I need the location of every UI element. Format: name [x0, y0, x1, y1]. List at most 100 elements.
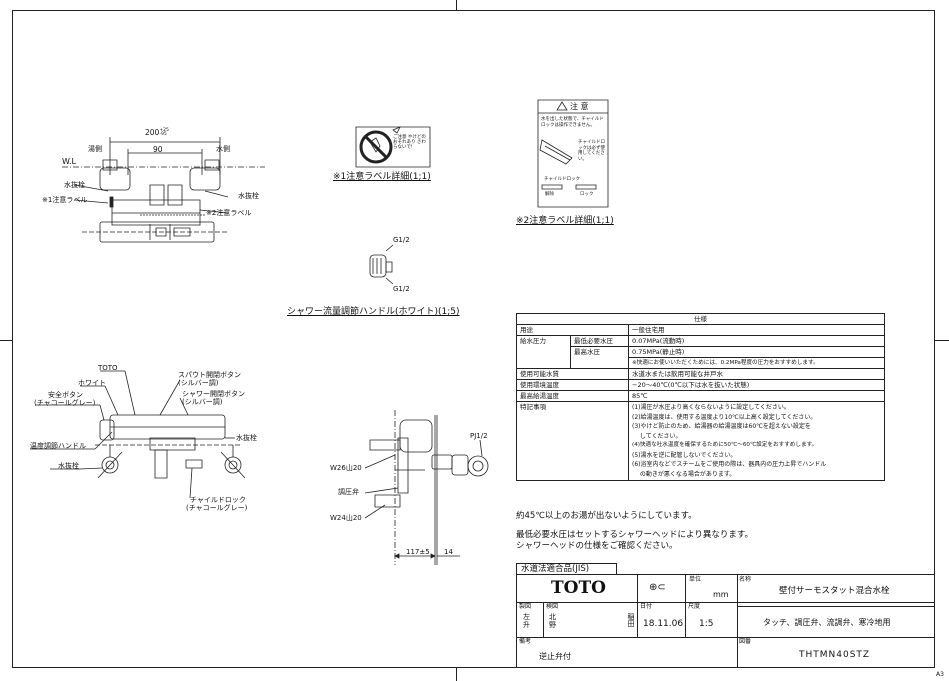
title-block: TOTO ⊕⊂ 単位 mm 名称 壁付サーモスタット混合水栓 製図 検図 左 升… — [516, 574, 935, 668]
spec-note: してください。 — [632, 432, 682, 440]
center-mark-right — [935, 340, 949, 341]
label2-caption: ※2注意ラベル詳細(1;1) — [516, 216, 614, 226]
drawing-no-value: THTMN40STZ — [799, 650, 871, 660]
spec-value: −20〜40℃(0℃以下は水を抜いた状態) — [628, 379, 885, 391]
label1-caption: ※1注意ラベル詳細(1;1) — [333, 172, 431, 182]
spec-value: ※快適にお使いいただくためには、0.2MPa程度の圧力をおすすめします。 — [628, 357, 885, 369]
front-label-caution2: ※2注意ラベル — [206, 209, 252, 217]
front-dim-center: 90 — [153, 145, 163, 154]
top-label-toto: TOTO — [98, 364, 118, 372]
spec-value: 85℃ — [628, 390, 885, 402]
spec-note: (5)湯水を逆に配管しないでください。 — [632, 451, 737, 459]
label2-lock-release: 解除 — [545, 192, 554, 197]
tb-line — [737, 606, 935, 607]
table-row: 使用環境温度 −20〜40℃(0℃以下は水を抜いた状態) — [516, 379, 885, 391]
table-row: 使用可能水質 水道水または飲用可能な井戸水 — [516, 368, 885, 380]
spec-header: 使用可能水質 — [516, 368, 629, 380]
top-label-child-lock: チャイルドロック — [190, 496, 246, 504]
drawing-frame — [12, 10, 935, 668]
note-line3: シャワーヘッドの仕様をご確認ください。 — [516, 541, 678, 551]
spec-header: 用途 — [516, 324, 629, 336]
checked-label: 検図 — [546, 603, 559, 610]
table-row: 最高給湯温度 85℃ — [516, 390, 885, 402]
drawn-value: 左 升 — [523, 613, 530, 629]
handle-label-bottom: G1/2 — [393, 285, 410, 293]
side-view-drawing — [365, 410, 488, 565]
top-label-child-lock-color: (チャコールグレー) — [186, 504, 248, 512]
label1-drawing — [356, 127, 430, 167]
drawn-label: 製図 — [519, 603, 532, 610]
date-value: 18.11.06 — [643, 619, 684, 629]
table-row: 最高水圧 0.75MPa(静止時) — [517, 346, 885, 369]
spec-title-row: 仕様 — [516, 313, 885, 325]
front-label-caution1: ※1注意ラベル — [42, 196, 88, 204]
tol-lower: -95 — [159, 132, 167, 137]
spec-value: 水道水または飲用可能な井戸水 — [628, 368, 885, 380]
tb-line — [517, 602, 935, 603]
side-dim-small: 14 — [444, 548, 453, 556]
front-label-wl: W.L — [62, 157, 76, 166]
front-label-hot: 湯側 — [88, 145, 102, 153]
center-mark-top — [456, 0, 457, 10]
description-value: タッチ、調圧弁、流調弁、寒冷地用 — [763, 618, 891, 627]
top-label-safety-button: 安全ボタン — [48, 391, 83, 399]
label2-text: 水を出した状態で、チャイルドロックは操作できません。 — [541, 117, 604, 128]
spec-value: 0.07MPa(流動時) — [628, 335, 885, 347]
unit-label: 単位 — [689, 576, 702, 583]
remarks-label: 備考 — [519, 638, 532, 645]
brand-logo: TOTO — [551, 578, 606, 598]
spec-header: 最高給湯温度 — [516, 390, 629, 402]
side-label-w24: W24山20 — [330, 514, 362, 522]
front-label-valve-left: 水抜栓 — [64, 181, 85, 189]
tb-line — [737, 575, 738, 668]
spec-note: (1)湯圧が水圧より高くならないように設定してください。 — [632, 404, 790, 411]
top-label-valve: 水抜栓 — [58, 462, 79, 470]
side-dim-width: 117±5 — [406, 548, 430, 556]
spec-subheader: 最低必要水圧 — [569, 335, 630, 347]
name-label: 名称 — [739, 576, 752, 583]
spec-note: (2)給湯温度は、使用する温度より10℃以上高く設定してください。 — [632, 413, 817, 421]
front-view-drawing — [62, 137, 265, 242]
center-mark-bottom — [456, 668, 457, 681]
scale-label: 尺度 — [688, 603, 701, 610]
tol-upper: +25 — [159, 128, 169, 133]
tb-line — [517, 637, 935, 638]
table-row: 給水圧力 最低必要水圧 0.07MPa(流動時) — [516, 335, 885, 369]
side-label-pressure-valve: 調圧弁 — [338, 488, 359, 496]
remarks-value: 逆止弁付 — [539, 652, 571, 661]
top-view-drawing — [30, 371, 245, 498]
standard-label: 水道法適合品(JIS) — [521, 564, 590, 574]
dim-overall-value: 200 — [145, 128, 160, 137]
top-label-shower-button: シャワー開閉ボタン — [182, 390, 245, 398]
tb-line — [543, 602, 544, 637]
spec-header: 特記事項 — [516, 401, 629, 481]
front-label-cold: 水側 — [216, 145, 230, 153]
label2-lock-lock: ロック — [580, 192, 594, 197]
tb-line — [637, 575, 638, 637]
handle-label-top: G1/2 — [393, 236, 410, 244]
label2-title: 注 意 — [570, 102, 589, 111]
front-dim-overall: 200+25-95 — [145, 128, 169, 137]
name-value: 壁付サーモスタット混合水栓 — [779, 586, 890, 596]
handle-caption: シャワー流量調節ハンドル(ホワイト)(1;5) — [287, 307, 460, 317]
top-label-safety-color: (チャコールグレー) — [34, 399, 96, 407]
spec-header: 使用環境温度 — [516, 379, 629, 391]
side-label-w26: W26山20 — [330, 464, 362, 472]
spec-note: の動きが悪くなる場合があります。 — [632, 470, 736, 478]
center-mark-left — [0, 340, 12, 341]
checked-value: 北 野 — [549, 613, 556, 629]
top-label-shower-color: (シルバー調) — [182, 398, 223, 406]
front-label-valve-right: 水抜栓 — [238, 192, 259, 200]
sheet-size: A3 — [936, 671, 944, 678]
date-label: 日付 — [640, 603, 653, 610]
table-row: 用途 一般住宅用 — [516, 324, 885, 336]
spec-table: 仕様 用途 一般住宅用 給水圧力 最低必要水圧 0.07MPa(流動時) 最高水… — [516, 313, 885, 481]
scale-value: 1:5 — [699, 619, 714, 629]
drawing-no-label: 図番 — [739, 638, 752, 645]
top-label-valve-right: 水抜栓 — [236, 434, 257, 442]
approved-value: 稲田 — [627, 613, 635, 627]
label2-drawing — [538, 100, 608, 207]
projection-symbol: ⊕⊂ — [649, 582, 666, 593]
table-row: 特記事項 (1)湯圧が水圧より高くならないように設定してください。 (2)給湯温… — [516, 401, 885, 481]
